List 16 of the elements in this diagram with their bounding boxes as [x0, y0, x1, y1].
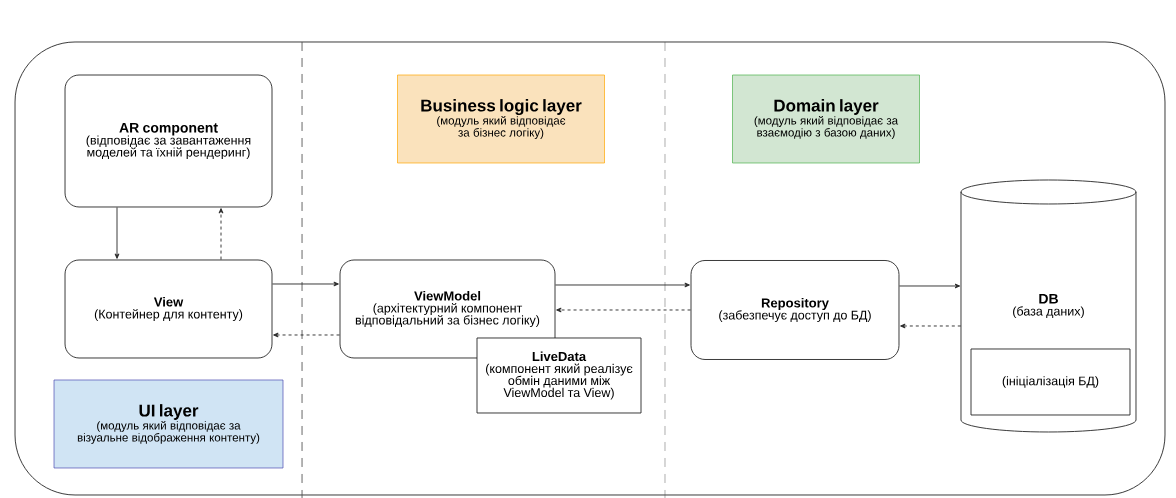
arrow — [555, 282, 690, 288]
process-box: AR component (відповідає за завантаження моделей та їхній рендеринг) — [64, 74, 273, 208]
layer-box: Domain layer (модуль який відповідає за взаємодію з базою даних) — [732, 74, 920, 164]
arrow — [218, 208, 224, 260]
layer-box: Business logic layer (модуль який відповідає за бізнес логіку) — [397, 74, 605, 164]
component-box: (ініціалізація БД) — [970, 348, 1131, 416]
component-box: LiveData (компонент який реалізує обмін даними між ViewModel та View) — [476, 337, 642, 414]
arrow — [556, 307, 691, 313]
arrow — [900, 323, 962, 329]
layer-box: UI layer (модуль який відповідає за візуальне відображення контенту) — [53, 379, 284, 469]
arrow — [114, 207, 120, 259]
arrow — [272, 281, 339, 287]
process-box: Repository (забезпечує доступ до БД) — [690, 260, 900, 360]
arrow — [899, 283, 961, 289]
process-box: View (Контейнер для контенту) — [64, 259, 273, 359]
arrow — [273, 332, 340, 338]
